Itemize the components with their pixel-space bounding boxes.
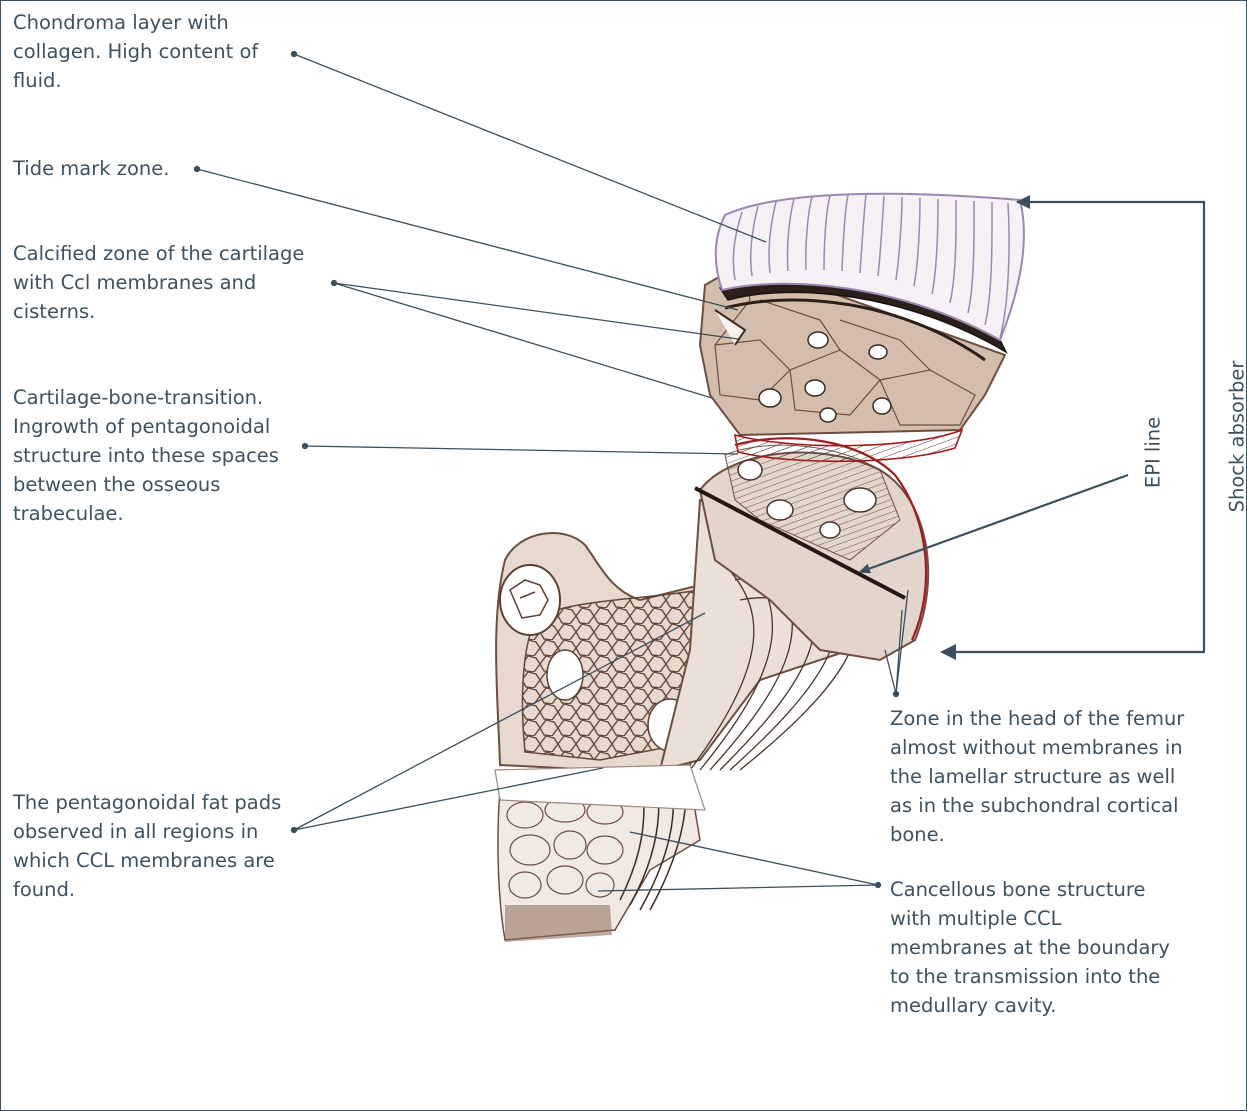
epi-line-label: EPI line: [1142, 408, 1165, 498]
annotation-calcified-zone: Calcified zone of the cartilage with Ccl…: [13, 239, 343, 326]
annotation-fat-pads: The pentagonoidal fat pads observed in a…: [13, 788, 313, 904]
annotation-chondroma: Chondroma layer with collagen. High cont…: [13, 8, 313, 95]
annotation-cancellous-bone: Cancellous bone structure with multiple …: [890, 875, 1220, 1020]
annotation-femur-head-zone: Zone in the head of the femur almost wit…: [890, 704, 1220, 849]
annotation-tide-mark: Tide mark zone.: [13, 154, 213, 183]
shock-absorber-label: Shock absorber: [1226, 357, 1247, 517]
cancellous-bone: [495, 765, 705, 942]
annotation-cartilage-bone-transition: Cartilage-bone-transition. Ingrowth of p…: [13, 383, 313, 528]
